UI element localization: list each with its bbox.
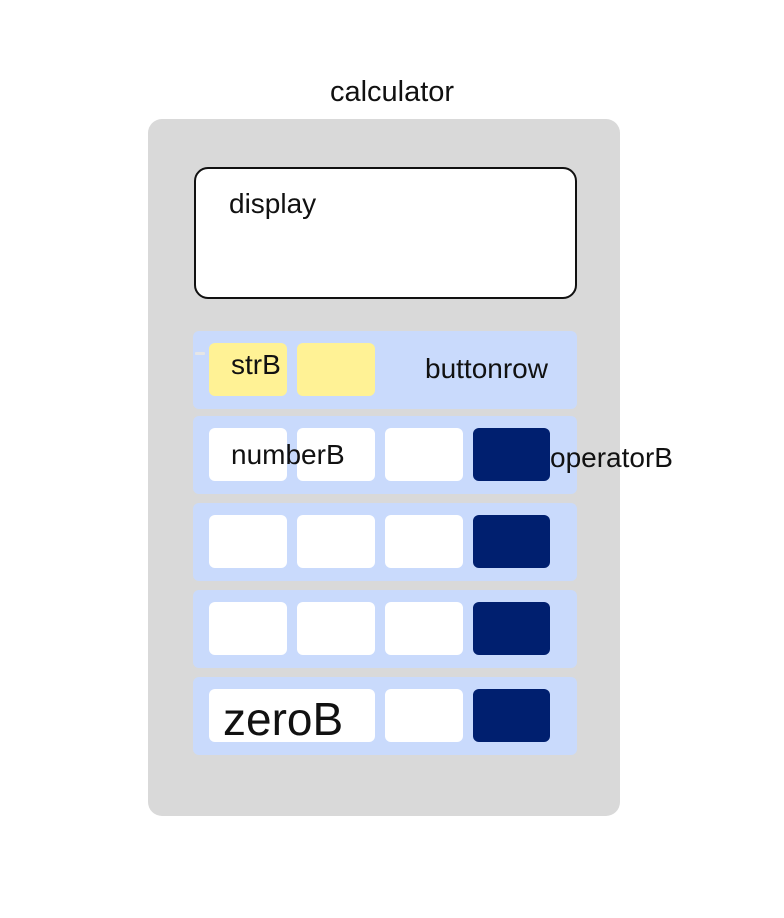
display-box: display <box>194 167 577 299</box>
str-button-2[interactable] <box>297 343 375 396</box>
number-button[interactable] <box>385 602 463 655</box>
button-row-2 <box>193 416 577 494</box>
row-marker <box>195 352 205 355</box>
button-row-label: buttonrow <box>425 353 548 384</box>
number-button[interactable] <box>385 428 463 481</box>
display-label: display <box>229 188 317 219</box>
button-row-3 <box>193 503 577 581</box>
zero-button[interactable]: zeroB <box>209 689 375 745</box>
operator-button[interactable] <box>473 428 550 481</box>
operator-button[interactable] <box>473 602 550 655</box>
number-button[interactable] <box>209 428 287 481</box>
button-row-4 <box>193 590 577 668</box>
number-button-label: numberB <box>231 439 345 470</box>
number-button[interactable] <box>209 515 287 568</box>
operator-button-label: operatorB <box>550 442 673 473</box>
operator-button[interactable] <box>473 515 550 568</box>
number-button[interactable] <box>297 602 375 655</box>
number-button[interactable] <box>209 602 287 655</box>
number-button[interactable] <box>297 428 375 481</box>
zero-button-label: zeroB <box>223 693 344 745</box>
operator-button[interactable] <box>473 689 550 742</box>
button-row-5: zeroB <box>193 677 577 755</box>
number-button[interactable] <box>385 515 463 568</box>
number-button[interactable] <box>297 515 375 568</box>
calculator-title: calculator <box>329 76 455 108</box>
number-button[interactable] <box>385 689 463 742</box>
str-button-1[interactable] <box>209 343 287 396</box>
button-row-1 <box>193 331 577 409</box>
str-button-label: strB <box>231 349 281 380</box>
